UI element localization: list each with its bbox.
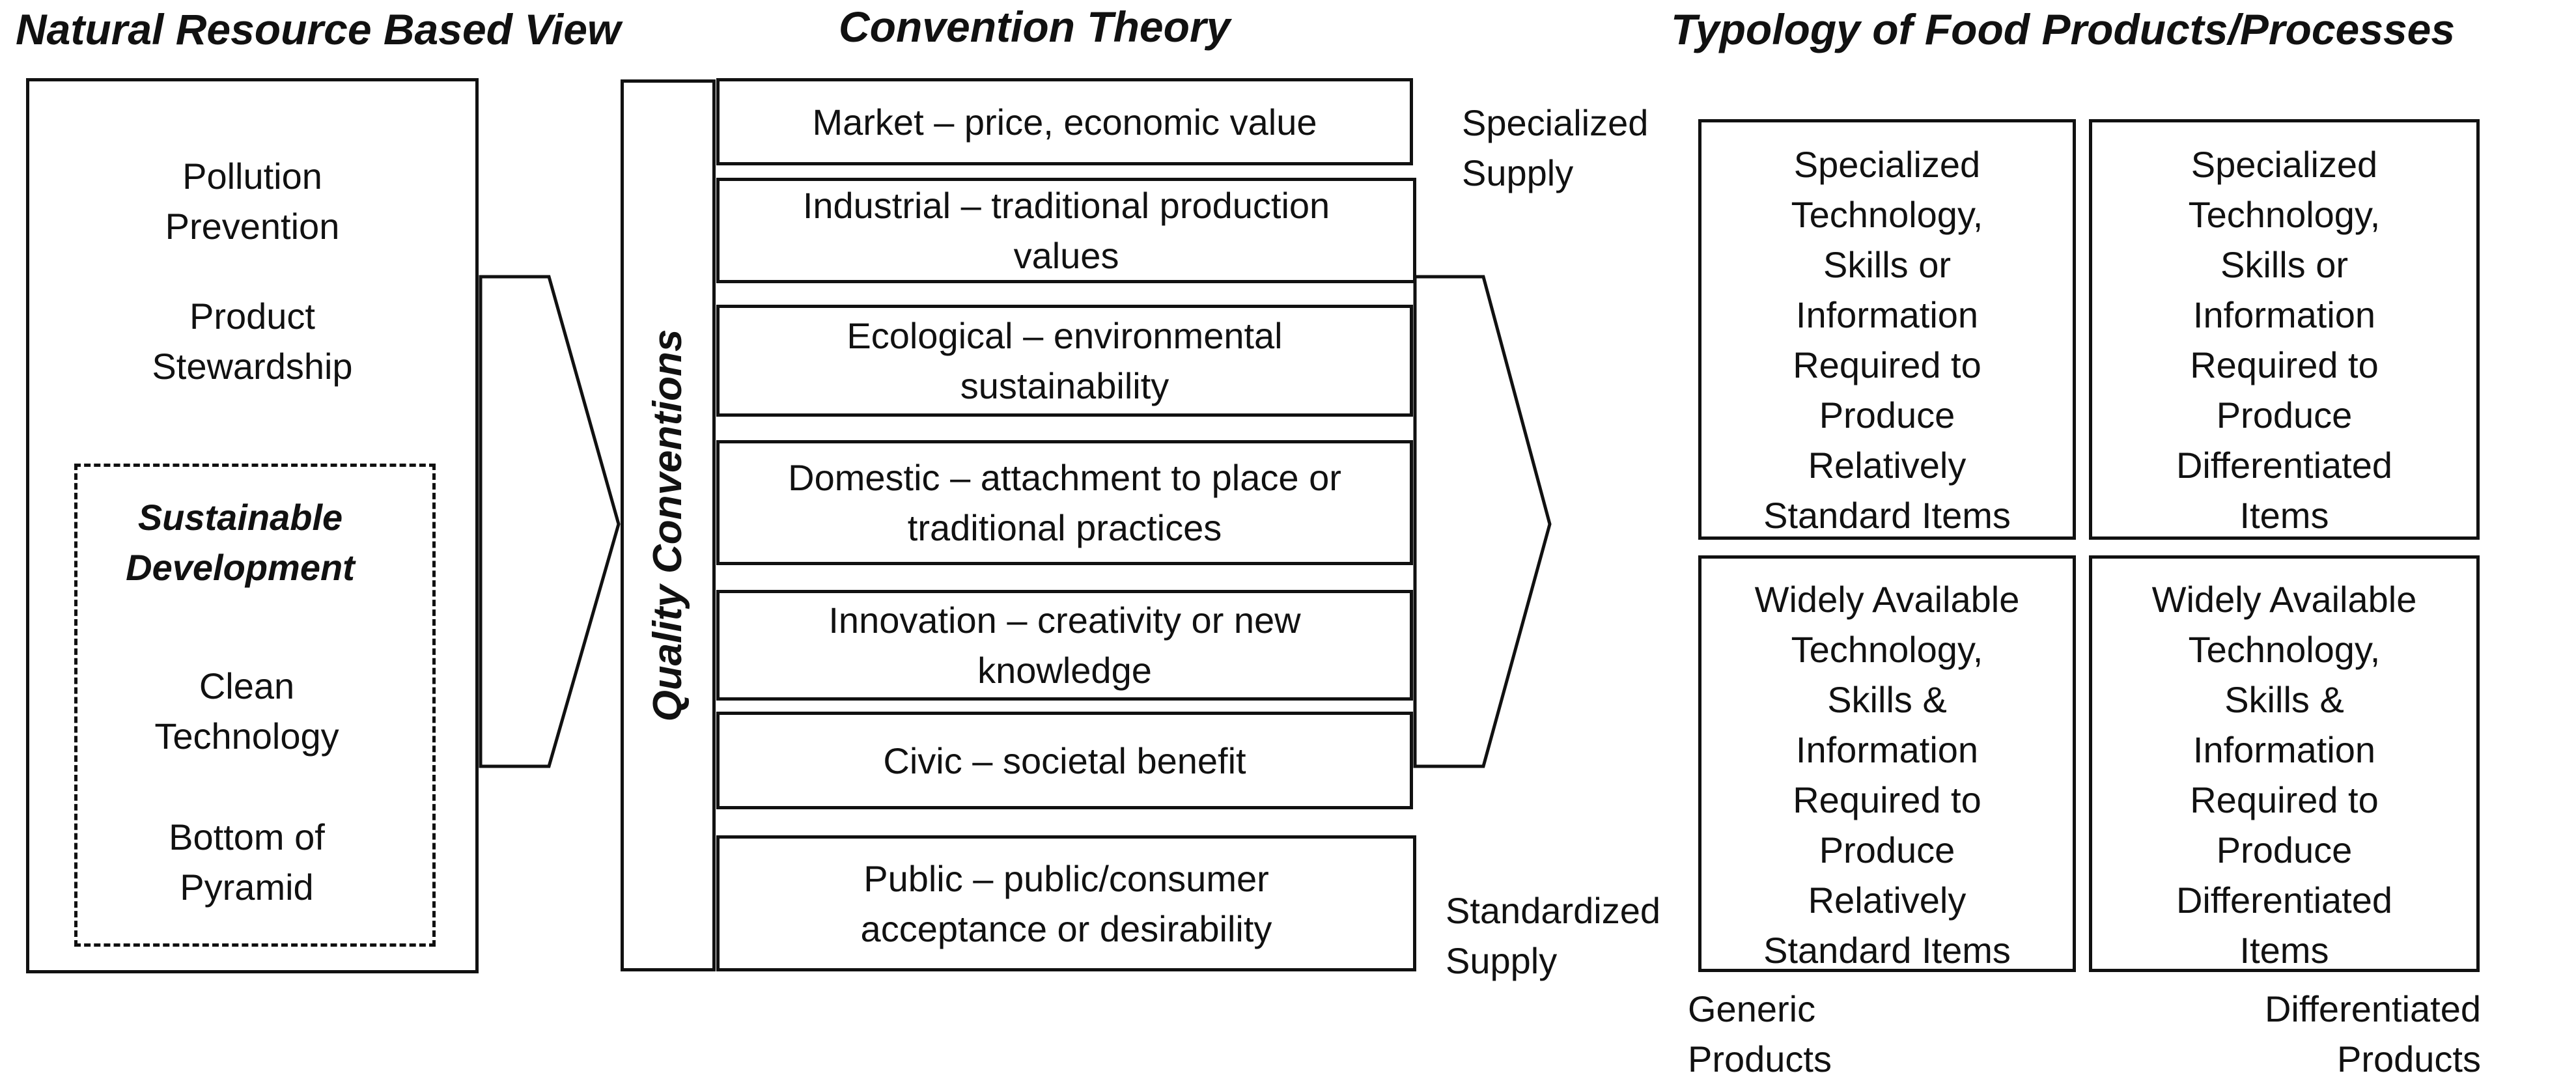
convention-innovation: Innovation – creativity or new knowledge [716, 590, 1413, 701]
typology-top-left-line: Produce [1819, 395, 1955, 436]
typology-bottom-right-line: Widely Available [2151, 579, 2417, 620]
clean-technology-text: Clean Technology [74, 661, 419, 761]
convention-industrial: Industrial – traditional production valu… [716, 178, 1416, 283]
typology-top-right-line: Items [2239, 495, 2329, 536]
typology-top-left-line: Information [1795, 294, 1979, 335]
quality-conventions-label: Quality Conventions [645, 329, 690, 722]
specialized-supply-line: Specialized [1462, 102, 1649, 143]
typology-bottom-right-line: Technology, [2188, 629, 2381, 670]
typology-bottom-left-line: Skills & [1827, 679, 1947, 720]
typology-heading: Typology of Food Products/Processes [1671, 5, 2456, 53]
typology-bottom-right-line: Differentiated [2176, 880, 2393, 921]
typology-bottom-right-line: Required to [2190, 779, 2379, 820]
standardized-supply-line: Standardized [1446, 890, 1661, 931]
convention-market-line: Market – price, economic value [812, 101, 1317, 143]
convention-public-line: Public – public/consumer [863, 857, 1269, 899]
clean-technology-line: Clean [199, 665, 295, 706]
convention-ecological: Ecological – environmental sustainabilit… [716, 305, 1413, 417]
specialized-supply-label: Specialized Supply [1462, 98, 1648, 198]
typology-top-right-line: Produce [2216, 395, 2353, 436]
convention-innovation-line: knowledge [977, 650, 1152, 691]
typology-bottom-right-line: Produce [2216, 829, 2353, 870]
typology-bottom-right-line: Information [2192, 729, 2376, 770]
convention-civic-line: Civic – societal benefit [883, 740, 1246, 781]
typology-top-left-line: Relatively [1808, 445, 1967, 486]
generic-products-line: Products [1688, 1038, 1832, 1079]
bottom-of-pyramid-text: Bottom of Pyramid [74, 812, 419, 912]
generic-products-label: Generic Products [1688, 984, 1832, 1084]
bottom-of-pyramid-line: Pyramid [180, 867, 314, 908]
nrbv-to-convention-arrow [479, 275, 621, 768]
convention-public-line: acceptance or desirability [860, 908, 1272, 949]
nrbv-heading: Natural Resource Based View [16, 5, 621, 53]
sustainable-development-box [74, 464, 436, 947]
typology-top-right-line: Information [2192, 294, 2376, 335]
sustainable-development-line: Development [126, 547, 355, 588]
convention-innovation-line: Innovation – creativity or new [828, 600, 1301, 641]
standardized-supply-label: Standardized Supply [1446, 885, 1660, 986]
typology-top-right-line: Specialized [2191, 144, 2378, 185]
sustainable-development-line: Sustainable [137, 497, 343, 538]
quality-conventions-bar [621, 79, 716, 971]
typology-top-left-line: Required to [1793, 344, 1981, 385]
typology-top-right: Specialized Technology, Skills or Inform… [2089, 119, 2480, 540]
typology-top-left: Specialized Technology, Skills or Inform… [1698, 119, 2076, 540]
differentiated-products-line: Products [2337, 1038, 2481, 1079]
pollution-prevention-line: Prevention [165, 206, 340, 247]
differentiated-products-label: Differentiated Products [2214, 984, 2481, 1084]
typology-bottom-left: Widely Available Technology, Skills & In… [1698, 555, 2076, 972]
typology-top-right-line: Skills or [2220, 244, 2349, 285]
typology-bottom-left-line: Relatively [1808, 880, 1967, 921]
standardized-supply-line: Supply [1446, 940, 1558, 981]
pollution-prevention-line: Pollution [182, 156, 322, 197]
typology-bottom-left-line: Information [1795, 729, 1979, 770]
product-stewardship-line: Stewardship [152, 346, 353, 387]
convention-to-typology-arrow [1413, 275, 1552, 768]
typology-top-right-line: Required to [2190, 344, 2379, 385]
convention-industrial-line: values [1013, 235, 1119, 276]
typology-bottom-right-line: Skills & [2224, 679, 2344, 720]
product-stewardship-text: Product Stewardship [26, 291, 479, 391]
generic-products-line: Generic [1688, 988, 1816, 1029]
convention-ecological-line: Ecological – environmental [847, 315, 1283, 356]
convention-theory-heading: Convention Theory [839, 3, 1231, 51]
sustainable-development-text: Sustainable Development [74, 492, 406, 592]
product-stewardship-line: Product [189, 296, 315, 337]
typology-bottom-left-line: Widely Available [1754, 579, 2020, 620]
convention-ecological-line: sustainability [960, 365, 1169, 406]
typology-top-left-line: Technology, [1791, 194, 1983, 235]
nrbv-box [26, 78, 479, 973]
typology-top-left-line: Skills or [1823, 244, 1952, 285]
convention-domestic-line: Domestic – attachment to place or [788, 457, 1341, 498]
typology-bottom-left-line: Required to [1793, 779, 1981, 820]
typology-bottom-left-line: Standard Items [1763, 930, 2011, 971]
typology-bottom-right-line: Items [2239, 930, 2329, 971]
typology-top-right-line: Differentiated [2176, 445, 2393, 486]
bottom-of-pyramid-line: Bottom of [169, 816, 325, 857]
convention-public: Public – public/consumer acceptance or d… [716, 835, 1416, 971]
convention-civic: Civic – societal benefit [716, 712, 1413, 809]
pollution-prevention-text: Pollution Prevention [26, 151, 479, 251]
typology-top-left-line: Standard Items [1763, 495, 2011, 536]
differentiated-products-line: Differentiated [2264, 988, 2481, 1029]
typology-bottom-right: Widely Available Technology, Skills & In… [2089, 555, 2480, 972]
typology-bottom-left-line: Technology, [1791, 629, 1983, 670]
typology-top-right-line: Technology, [2188, 194, 2381, 235]
typology-bottom-left-line: Produce [1819, 829, 1955, 870]
clean-technology-line: Technology [154, 716, 339, 757]
convention-industrial-line: Industrial – traditional production [802, 185, 1330, 226]
convention-market: Market – price, economic value [716, 78, 1413, 165]
convention-domestic: Domestic – attachment to place or tradit… [716, 440, 1413, 565]
specialized-supply-line: Supply [1462, 152, 1574, 193]
convention-domestic-line: traditional practices [907, 507, 1222, 548]
typology-top-left-line: Specialized [1793, 144, 1981, 185]
